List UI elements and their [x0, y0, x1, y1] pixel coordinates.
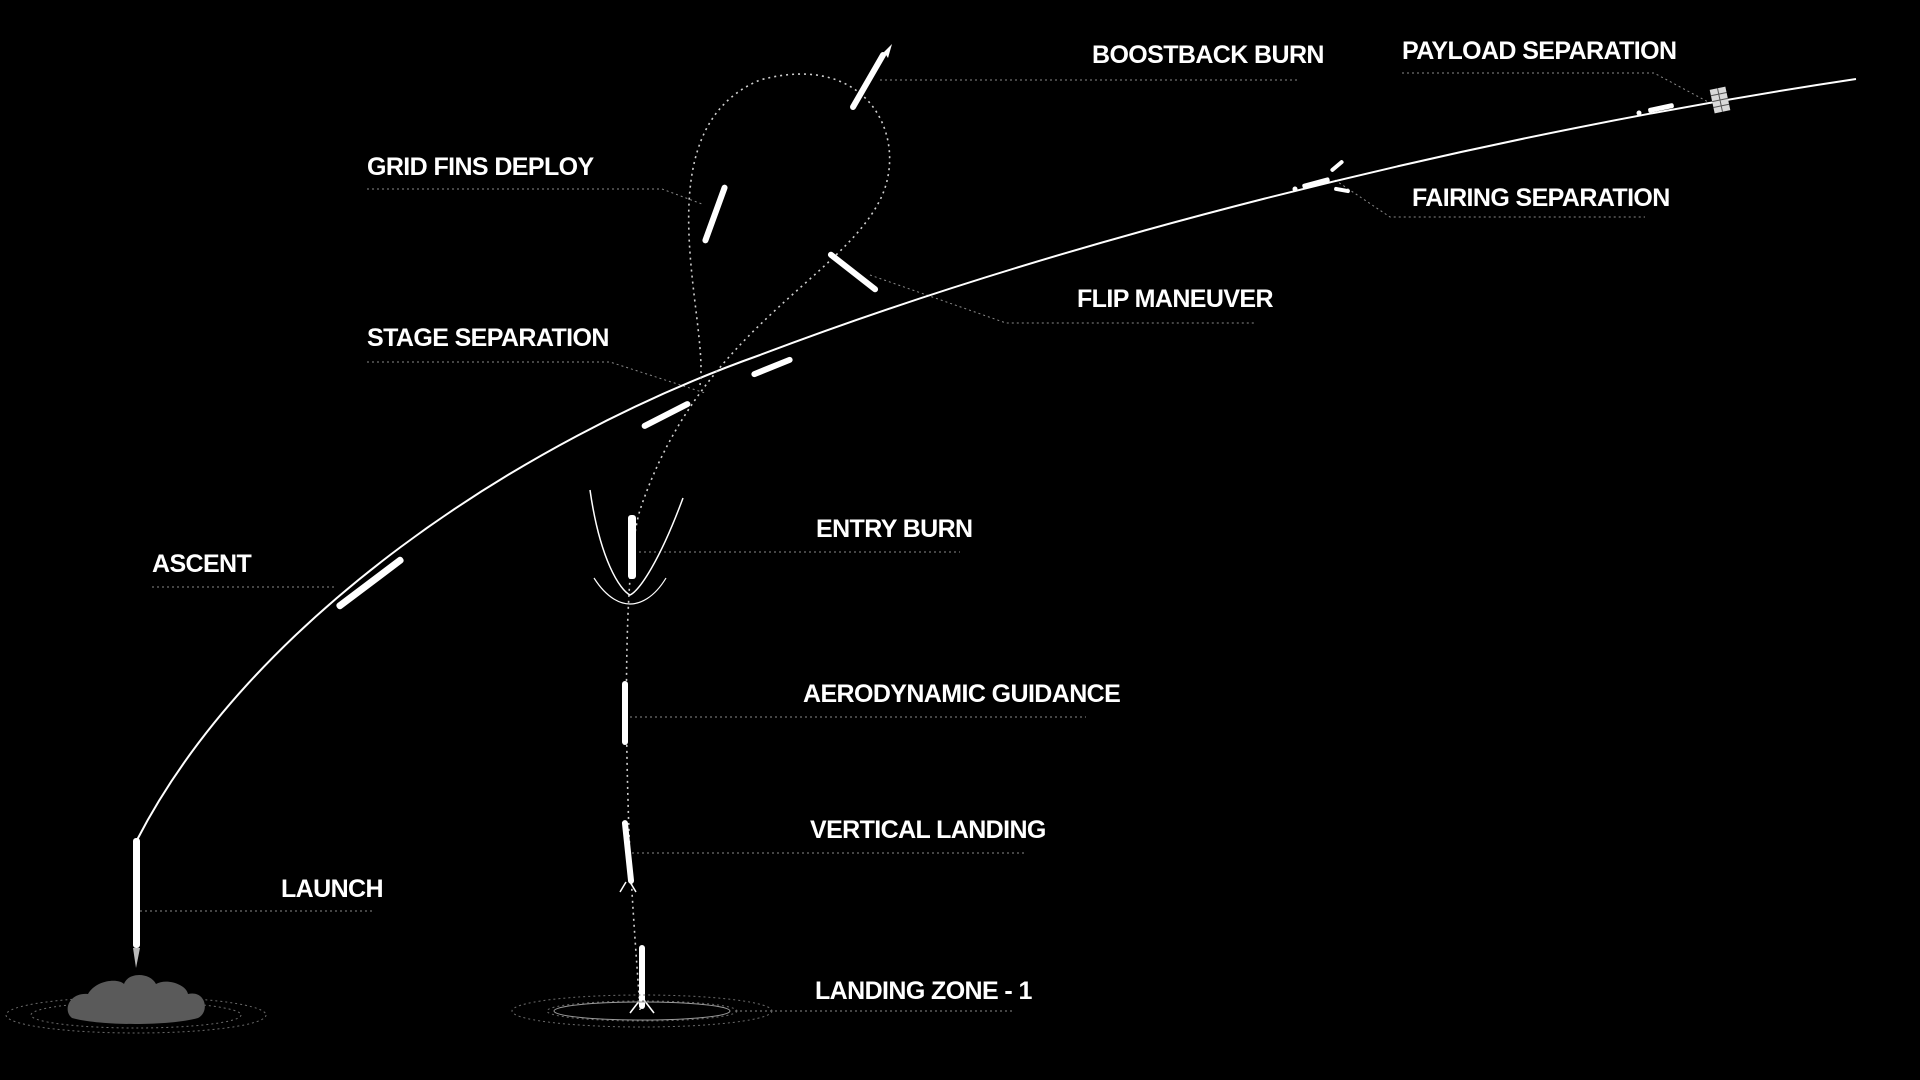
label-payload-separation: PAYLOAD SEPARATION [1402, 37, 1676, 65]
grid-fins-rocket-icon [702, 184, 728, 244]
label-boostback-burn: BOOSTBACK BURN [1092, 41, 1324, 69]
flip-maneuver-rocket-icon [827, 251, 879, 293]
landing-zone-pad [511, 994, 773, 1028]
aero-guidance-rocket-icon [622, 681, 628, 745]
fairing-separation-icon [1292, 160, 1350, 194]
booster-return-trajectory [625, 73, 891, 1011]
leader-fairing-separation [1334, 179, 1645, 218]
landed-booster-icon [639, 945, 645, 1009]
launch-flame-icon [133, 948, 140, 968]
satellite-payload-icon [1709, 86, 1731, 114]
vertical-landing-legs-icon [619, 881, 637, 893]
label-aerodynamic-guidance: AERODYNAMIC GUIDANCE [803, 680, 1120, 708]
leader-grid-fins-deploy [367, 188, 703, 205]
leader-flip-maneuver [869, 274, 1255, 324]
rocket-icons [133, 44, 1731, 1014]
upper-stage-nose-icon [1636, 110, 1642, 116]
upper-stage-icon [1648, 103, 1674, 113]
entry-burn-plume [589, 489, 684, 605]
label-launch: LAUNCH [281, 875, 383, 903]
ascent-rocket-icon [336, 556, 404, 610]
entry-burn-rocket-icon [628, 515, 636, 579]
label-grid-fins-deploy: GRID FINS DEPLOY [367, 153, 594, 181]
launch-exhaust-cloud-icon [67, 975, 205, 1024]
stage-separation-booster-icon [641, 401, 691, 429]
label-ascent: ASCENT [152, 550, 252, 578]
label-stage-separation: STAGE SEPARATION [367, 324, 609, 352]
label-vertical-landing: VERTICAL LANDING [810, 816, 1046, 844]
stage-labels: BOOSTBACK BURN PAYLOAD SEPARATION GRID F… [152, 37, 1677, 1005]
label-flip-maneuver: FLIP MANEUVER [1077, 285, 1273, 313]
leader-lines [140, 72, 1713, 1012]
leader-payload-separation [1402, 72, 1713, 105]
vertical-landing-rocket-icon [621, 820, 635, 884]
boostback-rocket-icon [850, 52, 886, 110]
launch-rocket-icon [133, 838, 140, 948]
boostback-flame-icon [884, 44, 892, 58]
label-fairing-separation: FAIRING SEPARATION [1412, 184, 1670, 212]
label-landing-zone: LANDING ZONE - 1 [815, 977, 1032, 1005]
leader-stage-separation [367, 361, 706, 394]
stage-separation-upper-icon [751, 356, 793, 378]
ascent-trajectory [136, 78, 1857, 841]
launch-pad [5, 975, 267, 1034]
label-entry-burn: ENTRY BURN [816, 515, 973, 543]
